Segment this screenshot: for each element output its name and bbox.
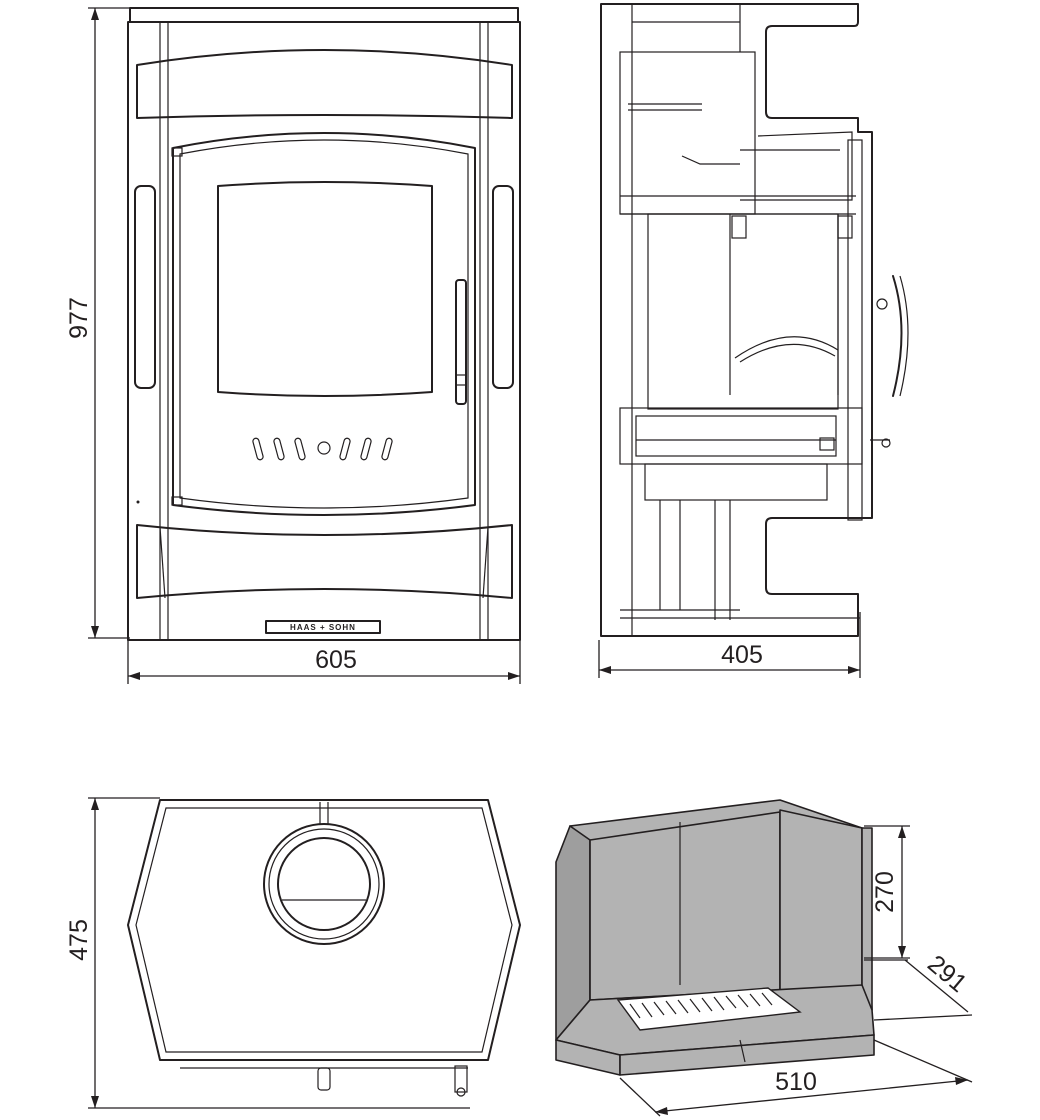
air-control-levers [252, 437, 393, 461]
firebox-view: 270 291 510 [555, 799, 973, 1117]
side-view: 405 [598, 3, 909, 678]
front-view: 977 605 [65, 7, 521, 684]
firebox-height-dimension: 270 [864, 825, 910, 959]
firebox-width-label: 510 [775, 1068, 817, 1096]
front-height-label: 977 [65, 297, 93, 339]
top-depth-label: 475 [65, 919, 93, 961]
side-depth-dimension: 405 [598, 612, 861, 678]
firebox-height-label: 270 [871, 871, 899, 913]
front-width-dimension: 605 [127, 640, 521, 684]
top-view: 475 [65, 797, 521, 1109]
front-width-label: 605 [315, 646, 357, 674]
firebox-grate [629, 992, 773, 1019]
firebox-depth-dimension: 291 [864, 950, 972, 1021]
firebox-width-dimension: 510 [619, 1039, 973, 1117]
front-height-dimension: 977 [65, 7, 130, 639]
side-depth-label: 405 [721, 641, 763, 669]
firebox-depth-label: 291 [922, 950, 972, 998]
top-depth-dimension: 475 [65, 797, 470, 1109]
brand-plate-text: HAAS + SOHN [290, 623, 356, 632]
